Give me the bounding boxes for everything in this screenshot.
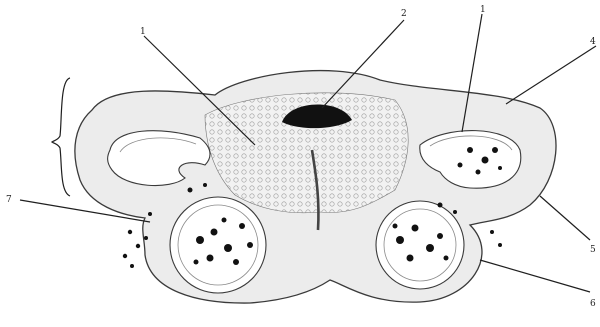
bracket — [52, 78, 70, 196]
label-1-right: 1 — [480, 5, 486, 15]
label-2: 2 — [401, 9, 407, 19]
label-1-left: 1 — [140, 27, 146, 37]
label-5: 5 — [590, 245, 596, 255]
right-lower-lumen — [376, 201, 464, 289]
label-7: 7 — [6, 195, 12, 205]
label-6: 6 — [590, 299, 596, 309]
label-4: 4 — [590, 37, 596, 47]
